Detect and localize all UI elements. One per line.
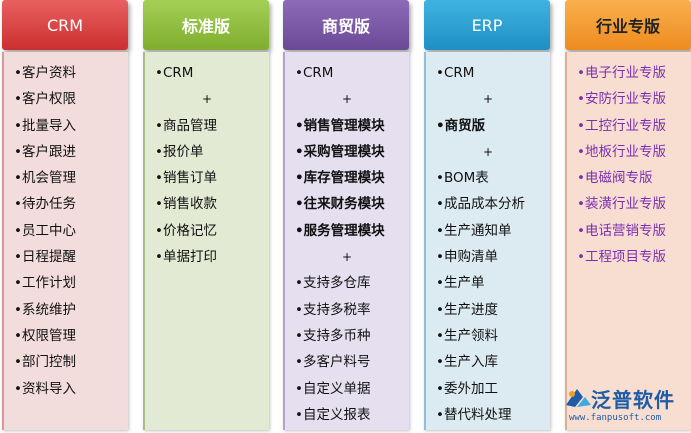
list-item: •生产领料 [436, 327, 498, 344]
list-item: •电子行业专版 [577, 65, 666, 81]
list-item: •服务管理模块 [295, 222, 385, 239]
list-item: •成品成本分析 [436, 196, 525, 213]
list-item: •工程项目专版 [577, 249, 666, 266]
plus-sign: + [482, 144, 494, 159]
list-item: •生产入库 [436, 354, 498, 371]
list-item: •单据打印 [155, 249, 217, 266]
list-item: •采购管理模块 [295, 143, 385, 160]
list-item: •生产单 [436, 275, 485, 292]
list-item: •客户跟进 [14, 143, 76, 160]
list-item: •销售收款 [155, 196, 217, 213]
column-body-standard: •CRM + •商品管理 •报价单 •销售订单 •销售收款 •价格记忆 •单据打… [143, 52, 269, 430]
column-header-erp: ERP [424, 0, 550, 50]
list-item: •委外加工 [436, 380, 498, 397]
list-item: •替代料处理 [436, 406, 512, 423]
list-item: •价格记忆 [155, 222, 217, 239]
list-item: •申购清单 [436, 249, 498, 266]
list-item: •生产进度 [436, 301, 498, 318]
list-item: •支持多币种 [295, 327, 371, 344]
list-item: •机会管理 [14, 170, 76, 187]
list-item: •客户权限 [14, 91, 76, 108]
list-item: •销售管理模块 [295, 117, 385, 134]
list-item: •BOM表 [436, 170, 489, 187]
column-body-crm: •客户资料 •客户权限 •批量导入 •客户跟进 •机会管理 •待办任务 •员工中… [2, 52, 128, 430]
list-item: •批量导入 [14, 117, 76, 134]
list-item: •库存管理模块 [295, 170, 385, 187]
list-item: •系统维护 [14, 301, 76, 318]
list-item: •员工中心 [14, 222, 76, 239]
list-item: •CRM [436, 65, 475, 81]
list-item: •商品管理 [155, 117, 217, 134]
list-item: •工控行业专版 [577, 117, 666, 134]
list-item: •CRM [155, 65, 194, 81]
list-item: •支持多税率 [295, 301, 371, 318]
column-body-trade: •CRM + •销售管理模块 •采购管理模块 •库存管理模块 •往来财务模块 •… [283, 52, 409, 430]
list-item: •支持多仓库 [295, 275, 371, 292]
list-item: •多客户料号 [295, 354, 371, 371]
list-item: •销售订单 [155, 170, 217, 187]
list-item: •装潢行业专版 [577, 196, 666, 213]
plus-sign: + [482, 92, 494, 107]
list-item: •地板行业专版 [577, 143, 666, 160]
column-header-standard: 标准版 [143, 0, 269, 50]
column-header-industry: 行业专版 [565, 0, 691, 50]
list-item: •待办任务 [14, 196, 76, 213]
logo-mark-icon [566, 389, 591, 407]
plus-sign: + [201, 92, 213, 107]
logo-name: 泛普软件 [591, 388, 675, 412]
logo-url: www.fanpusoft.com [569, 413, 662, 423]
plus-sign: + [341, 250, 353, 265]
list-item: •资料导入 [14, 380, 76, 397]
brand-logo: 泛普软件 www.fanpusoft.com [563, 383, 689, 433]
list-item: •权限管理 [14, 327, 76, 344]
list-item: •客户资料 [14, 65, 76, 81]
list-item: •电话营销专版 [577, 222, 666, 239]
column-body-erp: •CRM + •商贸版 + •BOM表 •成品成本分析 •生产通知单 •申购清单… [424, 52, 550, 430]
column-body-industry: •电子行业专版 •安防行业专版 •工控行业专版 •地板行业专版 •电磁阀专版 •… [565, 52, 691, 430]
column-header-trade: 商贸版 [283, 0, 409, 50]
column-header-crm: CRM [2, 0, 128, 50]
list-item: •自定义报表 [295, 406, 371, 423]
list-item: •日程提醒 [14, 249, 76, 266]
list-item: •工作计划 [14, 275, 76, 292]
list-item: •往来财务模块 [295, 196, 385, 213]
list-item: •商贸版 [436, 117, 486, 134]
list-item: •电磁阀专版 [577, 170, 653, 187]
list-item: •安防行业专版 [577, 91, 666, 108]
list-item: •CRM [295, 65, 334, 81]
list-item: •生产通知单 [436, 222, 512, 239]
list-item: •自定义单据 [295, 380, 371, 397]
list-item: •报价单 [155, 143, 204, 160]
list-item: •部门控制 [14, 354, 76, 371]
plus-sign: + [341, 92, 353, 107]
